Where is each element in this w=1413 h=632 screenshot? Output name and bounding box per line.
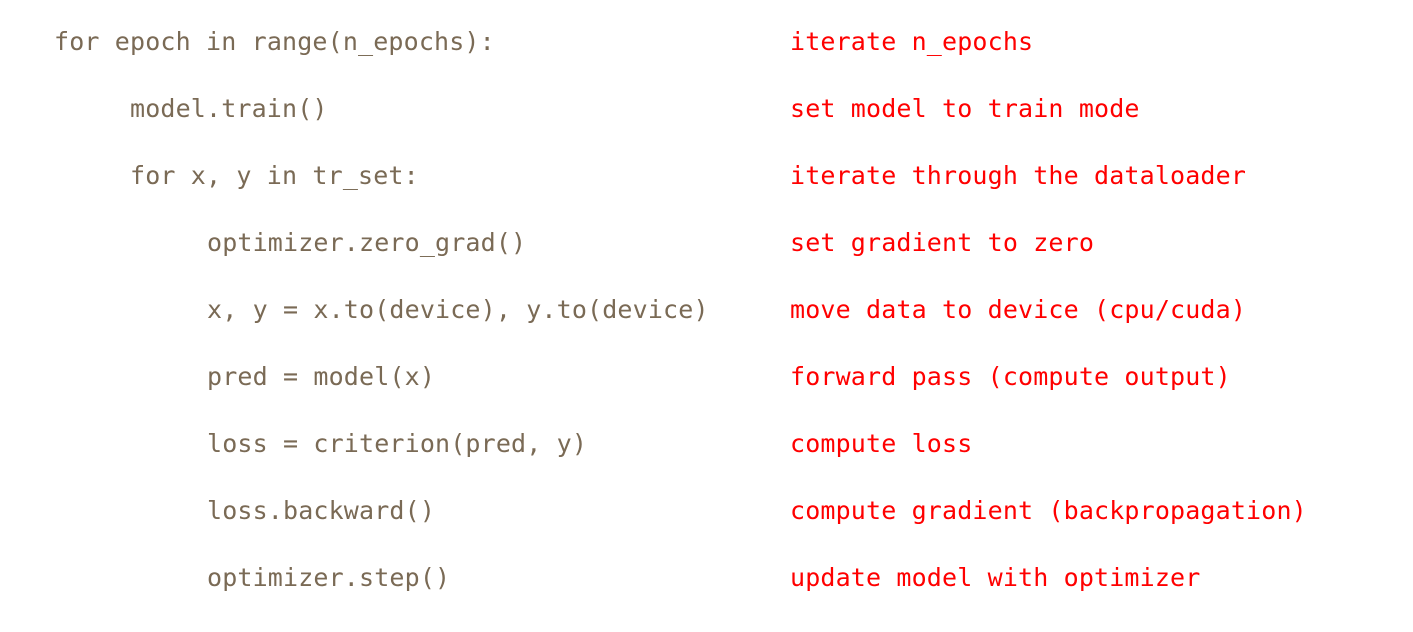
annotation-text: compute loss [790,429,973,458]
code-annotation-row: for x, y in tr_set: iterate through the d… [0,142,1413,209]
code-line: for epoch in range(n_epochs): [54,27,495,56]
annotation-text: set model to train mode [790,94,1140,123]
code-line: model.train() [130,94,328,123]
code-annotation-row: optimizer.zero_grad() set gradient to zer… [0,209,1413,276]
code-line: optimizer.zero_grad() [207,228,527,257]
code-annotation-row: loss.backward() compute gradient (backpro… [0,477,1413,544]
annotation-text: forward pass (compute output) [790,362,1231,391]
code-line: loss.backward() [207,496,436,525]
code-annotation-row: model.train() set model to train mode [0,75,1413,142]
annotation-text: set gradient to zero [790,228,1095,257]
annotation-text: compute gradient (backpropagation) [790,496,1307,525]
annotation-text: update model with optimizer [790,563,1201,592]
annotation-text: iterate through the dataloader [790,161,1247,190]
annotation-text: iterate n_epochs [790,27,1034,56]
annotation-text: move data to device (cpu/cuda) [790,295,1247,324]
code-annotation-row: x, y = x.to(device), y.to(device) move da… [0,276,1413,343]
code-annotation-row: loss = criterion(pred, y) compute loss [0,410,1413,477]
code-annotation-row: pred = model(x) forward pass (compute out… [0,343,1413,410]
code-line: loss = criterion(pred, y) [207,429,588,458]
code-line: x, y = x.to(device), y.to(device) [207,295,709,324]
code-annotation-row: for epoch in range(n_epochs): iterate n_e… [0,8,1413,75]
code-line: optimizer.step() [207,563,451,592]
code-line: pred = model(x) [207,362,436,391]
code-annotation-row: optimizer.step() update model with optimi… [0,544,1413,611]
code-line: for x, y in tr_set: [130,161,419,190]
